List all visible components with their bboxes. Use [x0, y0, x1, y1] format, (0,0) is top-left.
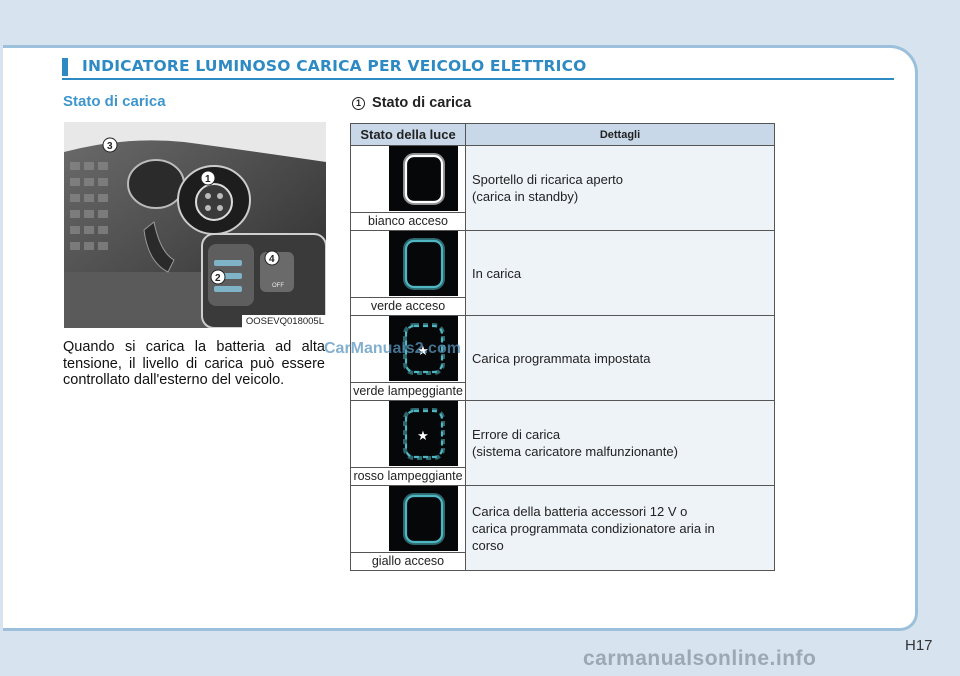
callout-3: 3 [107, 141, 113, 152]
detail-line: (sistema caricatore malfunzionante) [472, 444, 678, 459]
detail-line: Carica programmata impostata [472, 350, 651, 366]
light-cell: ★ verde lampeggiante [350, 315, 466, 401]
light-state-label: verde lampeggiante [351, 382, 465, 400]
light-state-label: rosso lampeggiante [351, 467, 465, 485]
heading-number: 1 [352, 97, 365, 110]
detail-cell: Carica programmata impostata [465, 315, 775, 401]
light-cell: verde acceso [350, 230, 466, 316]
svg-text:★: ★ [417, 344, 429, 359]
callout-1: 1 [205, 174, 211, 185]
indicator-blinking-red-icon: ★ [389, 401, 458, 466]
page-number: H17 [905, 637, 933, 654]
detail-line: Errore di carica [472, 427, 561, 442]
light-cell: giallo acceso [350, 485, 466, 571]
light-state-label: giallo acceso [351, 552, 465, 570]
title-accent [62, 58, 68, 76]
indicator-blinking-green-icon: ★ [389, 316, 458, 381]
charging-port-illustration: OFF 3 1 2 4 [64, 122, 326, 328]
light-state-label: verde acceso [351, 297, 465, 315]
body-paragraph: Quando si carica la batteria ad alta ten… [63, 339, 325, 388]
light-state-label: bianco acceso [351, 212, 465, 230]
detail-line: Sportello di ricarica aperto [472, 172, 624, 187]
col-header-detail: Dettagli [465, 123, 775, 146]
detail-line: In carica [472, 265, 522, 281]
table-heading-label: Stato di carica [372, 95, 472, 111]
charging-port-figure: OFF 3 1 2 4 OOSEVQ018005L [64, 122, 326, 328]
light-cell: ★ rosso lampeggiante [350, 400, 466, 486]
indicator-solid-yellow-icon [389, 486, 458, 551]
light-cell: bianco acceso [350, 145, 466, 231]
col-header-light: Stato della luce [350, 123, 466, 146]
section-heading: Stato di carica [63, 93, 166, 110]
table-row: verde acceso In carica [350, 230, 775, 316]
indicator-solid-white-icon [389, 146, 458, 211]
off-label: OFF [272, 283, 284, 289]
watermark: CarManuals2.com [324, 340, 461, 357]
indicator-solid-green-icon [389, 231, 458, 296]
detail-line: corso [472, 537, 504, 553]
detail-cell: Sportello di ricarica aperto (carica in s… [465, 145, 775, 231]
table-row: ★ rosso lampeggiante Errore di carica (sist… [350, 400, 775, 486]
footer-watermark: carmanualsonline.info [583, 647, 817, 670]
table-heading: 1 Stato di carica [352, 95, 471, 111]
section-title-bar: INDICATORE LUMINOSO CARICA PER VEICOLO E… [62, 57, 894, 80]
detail-cell: Errore di carica (sistema caricatore malf… [465, 400, 775, 486]
detail-cell: In carica [465, 230, 775, 316]
page-title: INDICATORE LUMINOSO CARICA PER VEICOLO E… [82, 57, 587, 75]
table-row: ★ verde lampeggiante Carica programmata im… [350, 315, 775, 401]
callout-2: 2 [215, 273, 221, 284]
callout-4: 4 [269, 254, 275, 265]
detail-line: (carica in standby) [472, 189, 579, 204]
detail-line: Carica della batteria accessori 12 V o [472, 503, 688, 519]
svg-text:★: ★ [417, 429, 429, 444]
detail-line: carica programmata condizionatore aria i… [472, 520, 715, 536]
figure-caption: OOSEVQ018005L [241, 315, 326, 328]
